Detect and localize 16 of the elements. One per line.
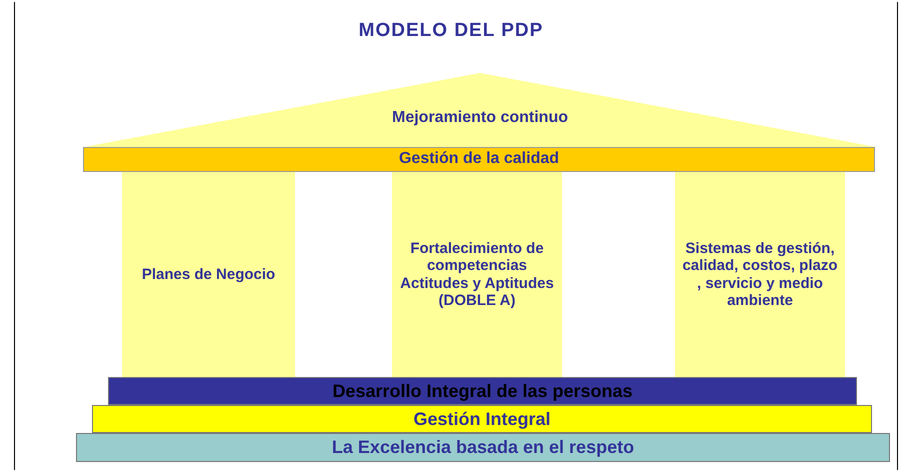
beam-bar [83, 147, 875, 172]
pillar-label: Sistemas de gestión, calidad, costos, plazo , servicio y medio ambiente [681, 240, 839, 309]
band-label: La Excelencia basada en el respeto [332, 437, 634, 458]
diagram-title: MODELO DEL PDP [358, 20, 544, 42]
band-label: Gestión Integral [413, 408, 551, 430]
base-step [76, 433, 890, 462]
pillar-label: Fortalecimiento de competencias Actitudes y Aptitudes (DOBLE A) [399, 240, 555, 309]
base-step [108, 377, 857, 405]
pillar-column [122, 172, 295, 377]
pillar-label: Planes de Negocio [142, 266, 276, 284]
beam-label: Gestión de la calidad [398, 150, 560, 169]
roof-label: Mejoramiento continuo [392, 108, 568, 127]
base-step [92, 405, 872, 433]
band-label: Desarrollo Integral de las personas [332, 380, 633, 402]
pillar-column [675, 172, 845, 377]
pillar-column [392, 172, 562, 377]
